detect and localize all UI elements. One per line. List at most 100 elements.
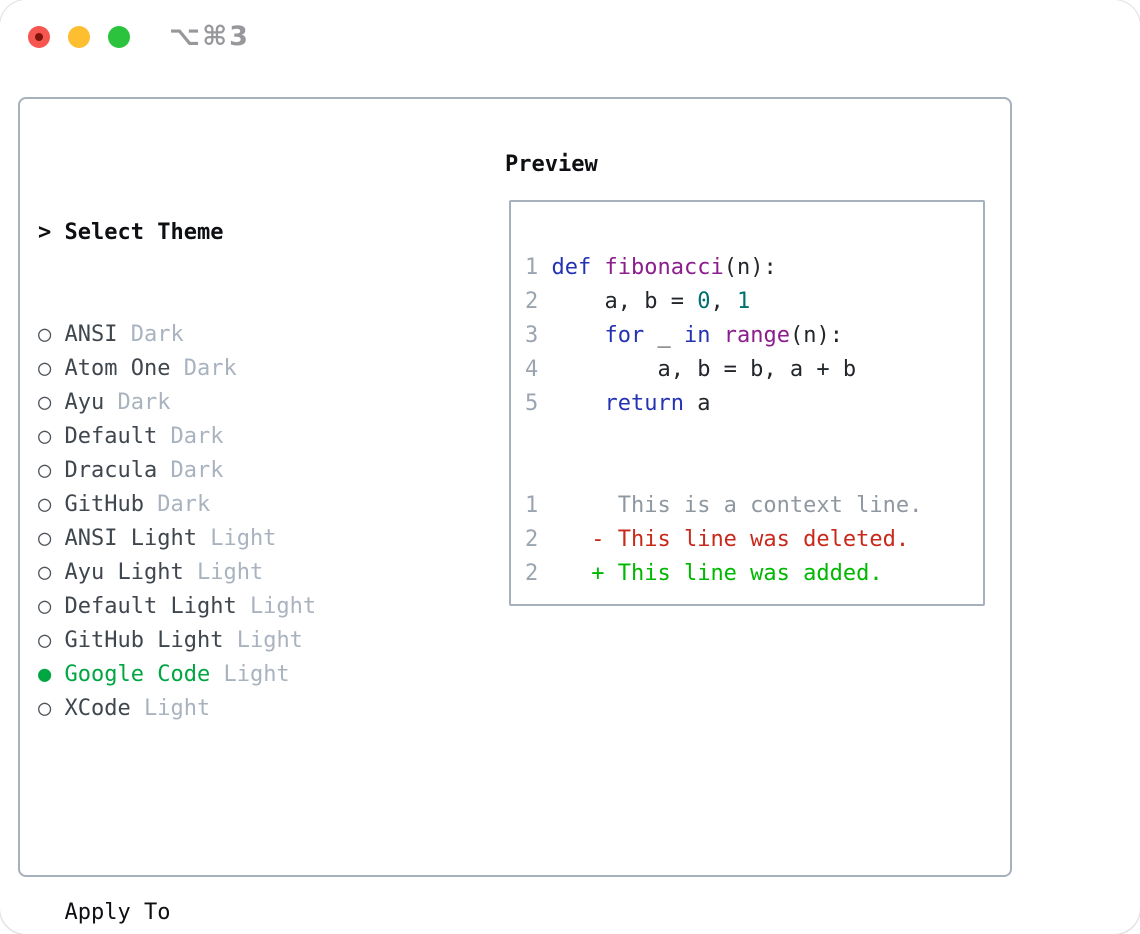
token (538, 391, 604, 416)
theme-option-default-light[interactable]: ○ Default Light Light (38, 590, 409, 624)
token (538, 323, 604, 348)
token: a (683, 391, 711, 416)
blank-line (525, 455, 983, 489)
diff-added-line: 2 + This line was added. (525, 557, 983, 591)
theme-variant: Dark (157, 492, 211, 517)
token (538, 255, 551, 280)
theme-option-default[interactable]: ○ Default Dark (38, 420, 409, 454)
theme-option-atom-one[interactable]: ○ Atom One Dark (38, 352, 409, 386)
radio-icon: ○ (38, 424, 52, 449)
token: range (723, 323, 790, 348)
token: 3 (525, 323, 539, 348)
token: This is a context line. (538, 493, 923, 518)
radio-icon: ○ (38, 696, 52, 721)
theme-variant: Dark (117, 390, 171, 415)
token: def (551, 255, 592, 280)
theme-name: ANSI Light (64, 526, 197, 551)
theme-option-ansi[interactable]: ○ ANSI Dark (38, 318, 409, 352)
theme-variant: Dark (170, 458, 224, 483)
token: + This line was added. (591, 561, 883, 586)
token (710, 323, 723, 348)
theme-option-github[interactable]: ○ GitHub Dark (38, 488, 409, 522)
theme-variant: Dark (183, 356, 237, 381)
theme-option-github-light[interactable]: ○ GitHub Light Light (38, 624, 409, 658)
theme-variant: Light (210, 526, 277, 551)
radio-icon: ○ (38, 322, 52, 347)
settings-panel: > Select Theme ○ ANSI Dark○ Atom One Dar… (18, 97, 1012, 925)
diff-deleted-line: 2 - This line was deleted. (525, 523, 983, 557)
minimize-button[interactable] (68, 26, 90, 48)
token: , (710, 289, 737, 314)
token (538, 527, 591, 552)
blank-line (525, 421, 983, 455)
token: 4 (525, 357, 539, 382)
radio-icon: ○ (38, 356, 52, 381)
left-column: > Select Theme ○ ANSI Dark○ Atom One Dar… (38, 148, 409, 934)
theme-variant: Dark (130, 322, 184, 347)
zoom-button[interactable] (108, 26, 130, 48)
select-theme-header: > Select Theme (38, 216, 409, 250)
code-line-5: 5 return a (525, 387, 983, 421)
code-line-4: 4 a, b = b, a + b (525, 353, 983, 387)
theme-list: ○ ANSI Dark○ Atom One Dark○ Ayu Dark○ De… (38, 318, 409, 726)
radio-icon: ○ (38, 458, 52, 483)
code-line-3: 3 for _ in range(n): (525, 319, 983, 353)
radio-icon: ○ (38, 492, 52, 517)
theme-option-xcode[interactable]: ○ XCode Light (38, 692, 409, 726)
window-title: ⌥⌘3 (169, 21, 250, 52)
code-line-1: 1 def fibonacci(n): (525, 251, 983, 285)
radio-icon: ○ (38, 390, 52, 415)
theme-name: XCode (64, 696, 131, 721)
token: 2 (525, 289, 539, 314)
titlebar: ⌥⌘3 (28, 21, 250, 52)
theme-name: GitHub (64, 492, 144, 517)
token: 1 (525, 255, 539, 280)
token: for (604, 323, 645, 348)
radio-icon: ○ (38, 594, 52, 619)
select-theme-title: Select Theme (64, 220, 224, 245)
token: 1 (525, 493, 539, 518)
theme-option-dracula[interactable]: ○ Dracula Dark (38, 454, 409, 488)
radio-icon: ○ (38, 628, 52, 653)
theme-name: Default Light (64, 594, 237, 619)
token: (n): (789, 323, 843, 348)
theme-variant: Light (143, 696, 211, 721)
token (591, 255, 604, 280)
theme-variant: Light (223, 662, 290, 687)
theme-option-ayu-light[interactable]: ○ Ayu Light Light (38, 556, 409, 590)
theme-name: ANSI (64, 322, 118, 347)
radio-selected-icon: ● (38, 662, 52, 687)
token: in (683, 323, 711, 348)
theme-option-google-code[interactable]: ● Google Code Light (38, 658, 409, 692)
theme-variant: Light (196, 560, 264, 585)
theme-name: Default (64, 424, 158, 449)
theme-name: Atom One (64, 356, 171, 381)
theme-variant: Light (236, 628, 303, 653)
preview-title: Preview (505, 152, 598, 177)
token: return (604, 391, 684, 416)
theme-variant: Dark (170, 424, 224, 449)
token: 5 (525, 391, 539, 416)
token: a, b = b, a + b (538, 357, 857, 382)
theme-option-ayu[interactable]: ○ Ayu Dark (38, 386, 409, 420)
token: a, b = (538, 289, 698, 314)
close-button[interactable] (28, 26, 50, 48)
theme-option-ansi-light[interactable]: ○ ANSI Light Light (38, 522, 409, 556)
token: (n): (723, 255, 777, 280)
apply-to-header: Apply To (38, 896, 409, 930)
theme-variant: Light (249, 594, 317, 619)
token: - This line was deleted. (591, 527, 910, 552)
focus-cursor-icon: > (38, 220, 52, 245)
token: 2 (525, 561, 539, 586)
theme-name: Ayu (64, 390, 105, 415)
apply-to-title: Apply To (64, 900, 171, 925)
token: _ (644, 323, 684, 348)
theme-name: GitHub Light (64, 628, 224, 653)
token: 1 (736, 289, 751, 314)
token (538, 561, 591, 586)
token: 2 (525, 527, 539, 552)
theme-name: Google Code (64, 662, 211, 687)
diff-context-line: 1 This is a context line. (525, 489, 983, 523)
